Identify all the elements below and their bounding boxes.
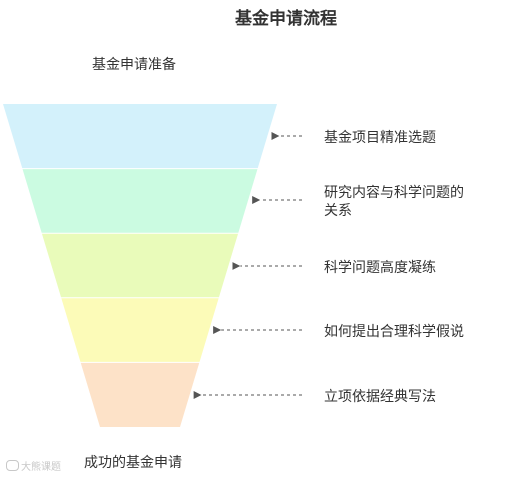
step-5-label: 立项依据经典写法 xyxy=(324,389,436,405)
step-1-label: 基金项目精准选题 xyxy=(324,130,436,146)
funnel-segment-2 xyxy=(22,169,258,233)
funnel-top-label: 基金申请准备 xyxy=(92,57,176,73)
watermark: 大熊课题 xyxy=(6,458,61,473)
funnel-bottom-label: 成功的基金申请 xyxy=(84,455,182,471)
step-4-label: 如何提出合理科学假说 xyxy=(324,324,464,340)
funnel-segment-5 xyxy=(80,362,200,427)
funnel-segment-1 xyxy=(3,104,277,169)
step-3-label: 科学问题高度凝练 xyxy=(324,260,436,276)
step-2-label: 研究内容与科学问题的关系 xyxy=(324,185,464,219)
diagram-title: 基金申请流程 xyxy=(235,9,337,29)
funnel-segment-3 xyxy=(41,233,239,298)
weibo-icon xyxy=(6,460,19,471)
funnel-segment-4 xyxy=(61,298,219,362)
watermark-text: 大熊课题 xyxy=(21,462,61,473)
